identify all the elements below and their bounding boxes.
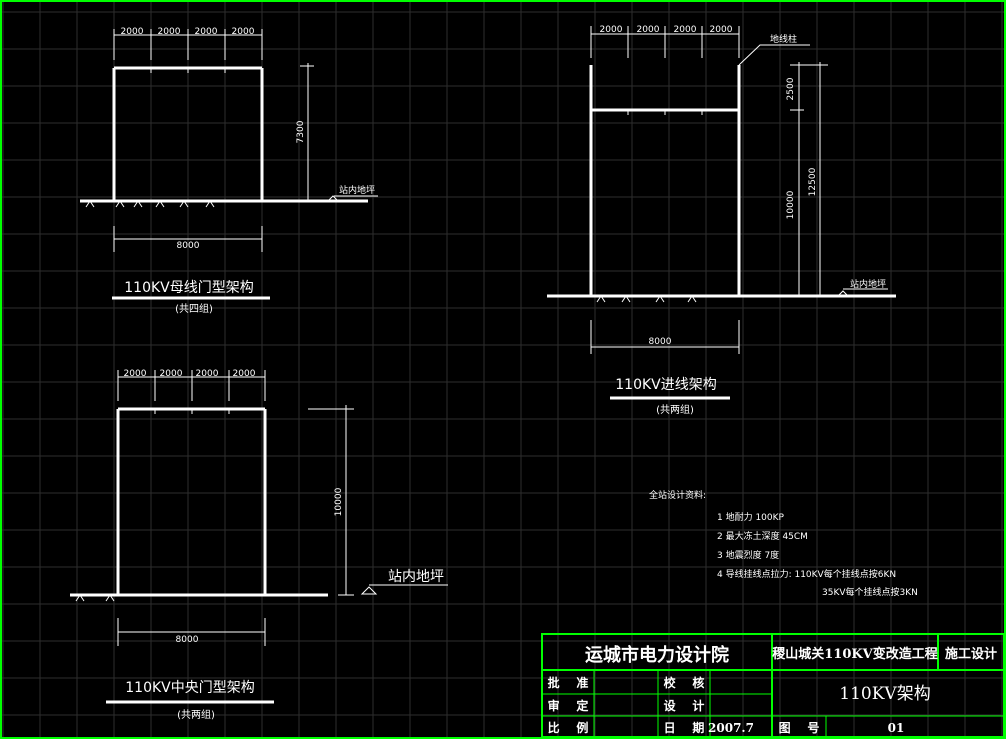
frame-central-portal: 2000 2000 2000 2000 10000 站内地坪 8000 110K… [70, 369, 448, 721]
spacing-4: 2000 [710, 25, 733, 35]
frame-title: 110KV母线门型架构 [124, 280, 253, 296]
ground-marker [837, 290, 849, 297]
note-item-1: 1 地耐力 100KP [717, 511, 785, 523]
label-design: 设 计 [664, 698, 705, 713]
total-height-label: 12500 [808, 167, 818, 196]
label-scale: 比 例 [548, 720, 589, 735]
ground-label: 站内地坪 [339, 184, 375, 196]
ground-marker [327, 195, 339, 202]
frame-subtitle: (共两组) [177, 708, 215, 721]
top-dimension-lines [113, 29, 263, 60]
spacing-1: 2000 [121, 27, 144, 37]
hanging-points [627, 110, 703, 115]
width-dimension-line [113, 226, 263, 252]
frame-subtitle: (共四组) [175, 302, 213, 315]
note-item-2: 2 最大冻土深度 45CM [717, 530, 808, 542]
design-notes: 全站设计资料: 1 地耐力 100KP 2 最大冻土深度 45CM 3 地震烈度… [649, 489, 918, 598]
spacing-1: 2000 [124, 369, 147, 379]
note-item-5: 35KV每个挂线点按3KN [822, 586, 918, 598]
design-stage: 施工设计 [945, 646, 997, 662]
drawing-name: 110KV架构 [839, 684, 930, 704]
spacing-2: 2000 [158, 27, 181, 37]
width-label: 8000 [176, 635, 199, 645]
notes-heading: 全站设计资料: [649, 489, 706, 501]
lower-height-label: 10000 [786, 190, 796, 219]
height-label: 10000 [334, 487, 344, 516]
label-review: 审 定 [548, 698, 589, 713]
hanging-points [150, 68, 226, 73]
top-dimension-lines [117, 370, 266, 401]
ground-marker [360, 586, 378, 595]
ground-hatch [596, 295, 697, 303]
width-dimension-line [590, 320, 740, 354]
frame-subtitle: (共两组) [656, 403, 694, 416]
frame-title: 110KV进线架构 [615, 377, 716, 393]
spacing-4: 2000 [232, 27, 255, 37]
width-label: 8000 [649, 337, 672, 347]
height-dimension-line [300, 63, 314, 202]
ground-hatch [85, 200, 215, 208]
frame-incoming-line: 2000 2000 2000 2000 地线柱 2500 10000 12500… [547, 25, 896, 416]
spacing-2: 2000 [637, 25, 660, 35]
spacing-1: 2000 [600, 25, 623, 35]
post-leader-line [738, 44, 810, 66]
hanging-points [154, 409, 230, 414]
title-block-grid [542, 670, 1004, 737]
label-check: 校 核 [664, 675, 705, 690]
project-name: 稷山城关110KV变改造工程 [772, 646, 938, 662]
drawing-no-value: 01 [888, 721, 905, 735]
height-label: 7300 [296, 120, 306, 143]
ground-hatch [75, 594, 115, 602]
spacing-3: 2000 [196, 369, 219, 379]
width-dimension-line [117, 618, 266, 646]
spacing-3: 2000 [195, 27, 218, 37]
label-drawing-no: 图 号 [779, 720, 820, 735]
date-value: 2007.7 [708, 721, 754, 735]
institute-name: 运城市电力设计院 [585, 644, 729, 666]
spacing-2: 2000 [160, 369, 183, 379]
note-item-3: 3 地震烈度 7度 [717, 549, 779, 561]
ground-label: 站内地坪 [388, 569, 444, 585]
height-dimension-line [308, 405, 354, 596]
label-date: 日 期 [664, 720, 705, 735]
top-dimension-lines [590, 26, 740, 58]
title-block: 运城市电力设计院 稷山城关110KV变改造工程 施工设计 批 准 校 核 审 定… [541, 633, 1005, 738]
spacing-3: 2000 [674, 25, 697, 35]
height-dimension-lines [790, 62, 828, 297]
ground-label: 站内地坪 [850, 278, 886, 290]
frame-title: 110KV中央门型架构 [125, 680, 254, 696]
spacing-4: 2000 [233, 369, 256, 379]
frame-bus-portal: 2000 2000 2000 2000 7300 站内地坪 8000 110KV… [80, 27, 378, 315]
label-approve: 批 准 [548, 675, 589, 690]
width-label: 8000 [177, 241, 200, 251]
note-item-4: 4 导线挂线点拉力: 110KV每个挂线点按6KN [717, 568, 896, 580]
upper-height-label: 2500 [786, 77, 796, 100]
post-label: 地线柱 [770, 33, 797, 45]
